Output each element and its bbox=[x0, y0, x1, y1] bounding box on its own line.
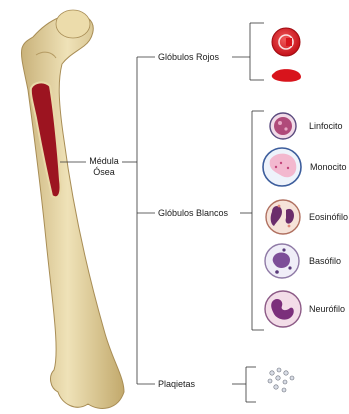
neurofilo-cell bbox=[265, 291, 301, 327]
plaquetas-label: Plaqietas bbox=[158, 379, 195, 390]
linfocito-cell bbox=[270, 113, 296, 139]
globulos-blancos-label: Glóbulos Blancos bbox=[158, 208, 228, 219]
medula-osea-label: Médula Ósea bbox=[86, 156, 122, 178]
medula-label-line1: Médula bbox=[86, 156, 122, 167]
basofilo-cell bbox=[265, 244, 299, 278]
eosinofilo-label: Eosinófilo bbox=[309, 212, 348, 223]
linfocito-label: Linfocito bbox=[309, 121, 343, 132]
red-blood-cell-front bbox=[272, 28, 300, 56]
eosinofilo-cell bbox=[266, 200, 300, 234]
neurofilo-label: Neurófilo bbox=[309, 304, 345, 315]
femur-bone bbox=[21, 10, 124, 408]
monocito-label: Monocito bbox=[310, 162, 347, 173]
medula-label-line2: Ósea bbox=[86, 167, 122, 178]
globulos-rojos-label: Glóbulos Rojos bbox=[158, 52, 219, 63]
platelets-cluster bbox=[268, 368, 294, 392]
monocito-cell bbox=[263, 148, 301, 186]
red-blood-cell-side bbox=[272, 69, 301, 82]
basofilo-label: Basófilo bbox=[309, 256, 341, 267]
